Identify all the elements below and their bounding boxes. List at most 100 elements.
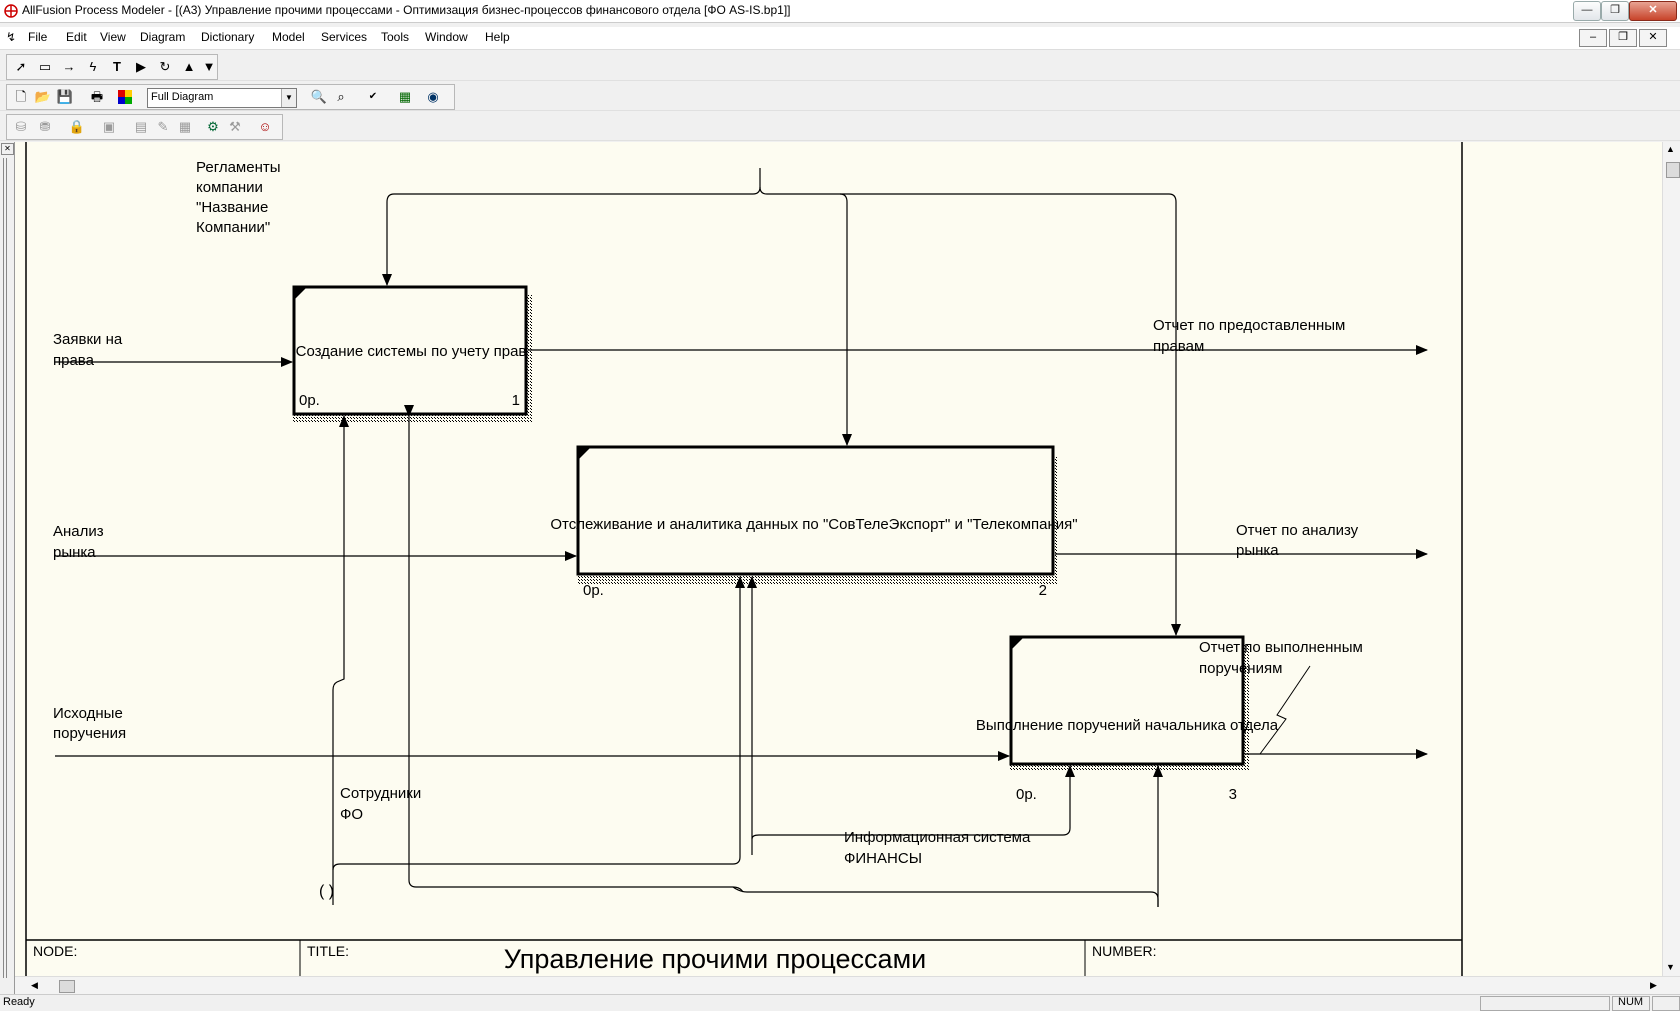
output3-squiggle bbox=[1259, 665, 1311, 755]
arrow-tool-icon[interactable]: → bbox=[62, 59, 76, 74]
activity-2-number: 2 bbox=[1039, 582, 1047, 599]
mechanism-arrows[interactable] bbox=[332, 405, 1163, 907]
activity-box-1[interactable]: Создание системы по учету прав 0р. 1 bbox=[292, 285, 528, 416]
menu-model[interactable]: Model bbox=[272, 30, 305, 44]
menu-edit[interactable]: Edit bbox=[66, 30, 87, 44]
activity-1-cost: 0р. bbox=[299, 392, 320, 409]
chevron-down-icon[interactable]: ▼ bbox=[281, 89, 296, 107]
mech2-label: Информационная система ФИНАНСЫ bbox=[844, 829, 1035, 867]
open-folder-icon[interactable]: 📂 bbox=[34, 89, 52, 104]
scroll-down-icon[interactable]: ▼ bbox=[1666, 962, 1675, 972]
mart-users-icon[interactable]: ⚙ bbox=[207, 119, 219, 134]
mdi-restore-button[interactable]: ❐ bbox=[1609, 29, 1637, 47]
status-pane-extra bbox=[1652, 996, 1680, 1011]
activity-2-cost: 0р. bbox=[583, 582, 604, 599]
horizontal-scrollbar[interactable]: ◀ ▶ bbox=[15, 976, 1680, 995]
text-tool-icon[interactable]: T bbox=[113, 59, 121, 74]
diagram-frame-footer: NODE: TITLE: NUMBER: Управление прочими … bbox=[26, 939, 1462, 976]
drawing-toolbar: ➚ ▭ → ϟ T ▶ ↻ ▲ ▼ bbox=[0, 52, 1680, 81]
idef0-diagram[interactable]: Создание системы по учету прав 0р. 1 Отс… bbox=[15, 139, 1662, 981]
go-up-icon[interactable]: ▲ bbox=[182, 59, 196, 74]
menu-services[interactable]: Services bbox=[321, 30, 368, 44]
activity-box-2[interactable]: Отслеживание и аналитика данных по "СовТ… bbox=[550, 445, 1078, 599]
number-label: NUMBER: bbox=[1092, 943, 1157, 959]
node-label: NODE: bbox=[33, 943, 77, 959]
activity-3-cost: 0р. bbox=[1016, 786, 1037, 803]
diagram-canvas[interactable]: Создание системы по учету прав 0р. 1 Отс… bbox=[15, 139, 1662, 981]
tunnel-marker: ( ) bbox=[319, 883, 334, 900]
model-explorer-icon[interactable]: ▦ bbox=[398, 89, 412, 104]
zoom-in-icon[interactable]: 🔍 bbox=[310, 89, 328, 104]
menu-dictionary[interactable]: Dictionary bbox=[201, 30, 255, 44]
mart-report-icon: ▤ bbox=[134, 119, 148, 134]
menu-view[interactable]: View bbox=[100, 30, 126, 44]
control-label: Регламенты компании "Название Компании" bbox=[196, 159, 285, 236]
go-down-icon[interactable]: ▼ bbox=[202, 59, 216, 74]
squiggle-tool-icon[interactable]: ϟ bbox=[89, 59, 97, 74]
zoom-select-value: Full Diagram bbox=[151, 91, 214, 103]
activity-3-name: Выполнение поручений начальника отдела bbox=[976, 717, 1279, 734]
menu-window[interactable]: Window bbox=[425, 30, 468, 44]
menu-help[interactable]: Help bbox=[485, 30, 510, 44]
spell-check-icon[interactable]: ✔ bbox=[368, 91, 378, 102]
vertical-scrollbar[interactable]: ▲ ▼ bbox=[1662, 142, 1680, 976]
menu-diagram[interactable]: Diagram bbox=[140, 30, 186, 44]
input1-label: Заявки на права bbox=[53, 331, 126, 369]
output3-label: Отчет по выполненным поручениям bbox=[1199, 639, 1367, 677]
mart-connect-icon: ⛁ bbox=[15, 119, 27, 134]
model-mart-icon[interactable]: ◉ bbox=[427, 89, 439, 104]
doc-arrow-icon[interactable]: ↯ bbox=[6, 30, 17, 44]
mart-library-icon: ▣ bbox=[102, 119, 116, 134]
app-icon bbox=[4, 4, 18, 18]
output2-label: Отчет по анализу рынка bbox=[1236, 522, 1362, 559]
mart-edit-icon: ✎ bbox=[157, 119, 169, 134]
pane-grip[interactable] bbox=[3, 158, 7, 978]
menu-file[interactable]: File bbox=[28, 30, 48, 44]
lock-icon: 🔒 bbox=[68, 119, 86, 134]
maximize-button[interactable]: ❐ bbox=[1601, 1, 1629, 21]
mdi-close-button[interactable]: ✕ bbox=[1639, 29, 1667, 47]
drawing-tools-group: ➚ ▭ → ϟ T ▶ ↻ ▲ ▼ bbox=[6, 54, 218, 80]
mdi-minimize-button[interactable]: – bbox=[1579, 29, 1607, 47]
color-palette-icon[interactable] bbox=[115, 87, 135, 107]
diagram-title: Управление прочими процессами bbox=[504, 944, 926, 974]
activity-2-name: Отслеживание и аналитика данных по "СовТ… bbox=[550, 516, 1077, 533]
standard-tools-group: 🗋 📂 💾 🖶 Full Diagram ▼ 🔍 ⌕ ✔ ▦ ◉ bbox=[6, 84, 455, 110]
print-icon[interactable]: 🖶 bbox=[90, 89, 104, 104]
menu-tools[interactable]: Tools bbox=[381, 30, 410, 44]
rotate-icon[interactable]: ↻ bbox=[159, 59, 171, 74]
vertical-scroll-thumb[interactable] bbox=[1666, 162, 1680, 178]
output-arrows[interactable] bbox=[528, 345, 1428, 759]
model-explorer-pane[interactable]: ✕ bbox=[0, 142, 15, 994]
activity-1-name: Создание системы по учету прав bbox=[296, 343, 527, 360]
zoom-select[interactable]: Full Diagram ▼ bbox=[147, 88, 297, 108]
save-icon[interactable]: 💾 bbox=[56, 89, 74, 104]
pane-close-icon[interactable]: ✕ bbox=[1, 143, 14, 155]
scroll-right-icon[interactable]: ▶ bbox=[1650, 980, 1657, 990]
window-title: AllFusion Process Modeler - [(A3) Управл… bbox=[22, 3, 791, 17]
scroll-up-icon[interactable]: ▲ bbox=[1666, 144, 1675, 154]
status-bar: Ready NUM bbox=[0, 994, 1680, 1011]
status-pane-empty bbox=[1480, 996, 1610, 1011]
title-label: TITLE: bbox=[307, 943, 349, 959]
mart-grid-icon: ▦ bbox=[178, 119, 192, 134]
input-arrows[interactable] bbox=[55, 357, 1010, 761]
zoom-fit-icon[interactable]: ⌕ bbox=[337, 89, 345, 104]
status-ready: Ready bbox=[3, 996, 35, 1008]
activity-box-tool-icon[interactable]: ▭ bbox=[38, 59, 52, 74]
new-file-icon[interactable]: 🗋 bbox=[15, 89, 27, 104]
mart-toolbar: ⛁ ⛃ 🔒 ▣ ▤ ✎ ▦ ⚙ ⚒ ☺ bbox=[0, 112, 1680, 141]
control-arrows[interactable] bbox=[382, 168, 1181, 636]
minimize-button[interactable]: — bbox=[1573, 1, 1601, 21]
close-button[interactable]: ✕ bbox=[1629, 1, 1677, 21]
status-num: NUM bbox=[1618, 996, 1644, 1008]
scroll-left-icon[interactable]: ◀ bbox=[31, 980, 38, 990]
next-diagram-icon[interactable]: ▶ bbox=[136, 59, 146, 74]
horizontal-scroll-thumb[interactable] bbox=[59, 980, 75, 993]
input2-label: Анализ рынка bbox=[53, 523, 108, 561]
pointer-tool-icon[interactable]: ➚ bbox=[15, 59, 27, 74]
standard-toolbar: 🗋 📂 💾 🖶 Full Diagram ▼ 🔍 ⌕ ✔ ▦ ◉ bbox=[0, 82, 1680, 111]
mech1-label: Сотрудники ФО bbox=[340, 785, 425, 823]
activity-box-3[interactable]: Выполнение поручений начальника отдела 0… bbox=[976, 635, 1279, 803]
mart-people-icon[interactable]: ☺ bbox=[258, 119, 272, 134]
